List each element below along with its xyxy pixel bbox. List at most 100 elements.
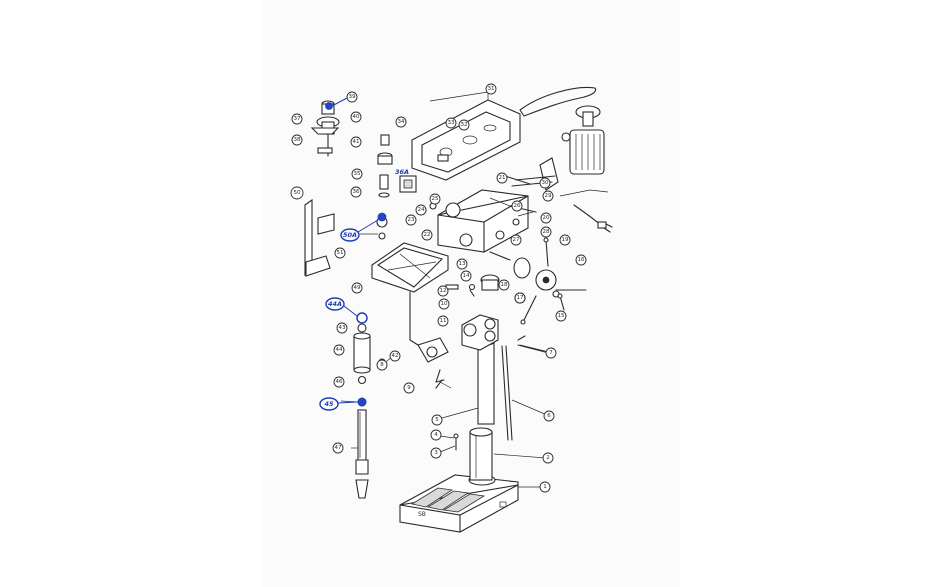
svg-text:34: 34: [398, 119, 405, 125]
svg-text:43: 43: [339, 325, 346, 331]
callout-4: 4: [430, 429, 442, 441]
callout-42: 42: [389, 350, 401, 362]
svg-text:49: 49: [354, 285, 361, 291]
svg-text:25: 25: [432, 196, 439, 202]
svg-text:40: 40: [353, 114, 360, 120]
callout-38: 38: [291, 134, 303, 146]
column-holder: [468, 427, 496, 486]
callout-31: 31: [485, 83, 497, 95]
callout-37: 37: [291, 113, 303, 125]
spindle-quill: [353, 312, 371, 499]
svg-text:47: 47: [335, 445, 342, 451]
callout-19: 19: [559, 234, 571, 246]
svg-text:19: 19: [562, 237, 569, 243]
svg-text:27: 27: [513, 237, 520, 243]
column: [477, 338, 495, 425]
callout-8: 8: [376, 359, 388, 371]
callout-1: 1: [539, 481, 551, 493]
callout-34: 34: [395, 116, 407, 128]
handwritten-label-50a: 50A: [340, 228, 360, 242]
svg-text:9: 9: [407, 385, 411, 391]
svg-text:37: 37: [294, 116, 301, 122]
svg-text:30: 30: [542, 180, 549, 186]
callout-25: 25: [429, 193, 441, 205]
svg-text:29: 29: [545, 193, 552, 199]
callout-21: 21: [496, 172, 508, 184]
handwritten-label-36a: 36A: [395, 168, 409, 176]
callout-51: 51: [334, 247, 346, 259]
handwritten-label-44a: 44A: [325, 297, 345, 311]
rack: [501, 345, 513, 441]
callout-29: 29: [542, 190, 554, 202]
svg-text:3: 3: [434, 450, 438, 456]
callout-16: 16: [575, 254, 587, 266]
callout-50: 50: [290, 186, 304, 200]
bolt: [453, 433, 459, 451]
pulley-cover: [411, 99, 521, 181]
callout-7: 7: [545, 347, 557, 359]
motor: [561, 105, 605, 175]
callout-41: 41: [350, 136, 362, 148]
callout-23: 23: [405, 214, 417, 226]
svg-text:7: 7: [549, 350, 553, 356]
motor-bracket: [511, 157, 559, 191]
power-cord: [573, 204, 613, 233]
svg-text:39: 39: [349, 94, 356, 100]
svg-text:44: 44: [336, 347, 343, 353]
spindle-pulley-set: [376, 134, 393, 240]
callout-18: 18: [498, 279, 510, 291]
svg-text:35: 35: [354, 171, 361, 177]
svg-text:17: 17: [517, 295, 524, 301]
callout-49: 49: [351, 282, 363, 294]
callout-46: 46: [333, 376, 345, 388]
callout-28: 28: [540, 226, 552, 238]
svg-text:31: 31: [488, 86, 495, 92]
svg-text:16: 16: [578, 257, 585, 263]
top-spindle-pulley: [310, 100, 340, 157]
depth-stop: [304, 198, 335, 277]
crank-handle: [517, 335, 546, 353]
svg-text:42: 42: [392, 353, 399, 359]
callout-26: 26: [511, 200, 523, 212]
svg-text:4: 4: [434, 432, 438, 438]
svg-text:46: 46: [336, 379, 343, 385]
svg-text:6: 6: [547, 413, 551, 419]
svg-text:18: 18: [501, 282, 508, 288]
svg-text:23: 23: [408, 217, 415, 223]
svg-text:5: 5: [435, 417, 439, 423]
svg-text:32: 32: [461, 122, 468, 128]
v-belt: [519, 86, 597, 117]
svg-text:51: 51: [337, 250, 344, 256]
svg-text:10: 10: [441, 301, 448, 307]
callout-9: 9: [403, 382, 415, 394]
callout-11: 11: [437, 315, 449, 327]
spring-housing: [399, 175, 417, 193]
base-plate: SB: [399, 474, 519, 533]
callout-17: 17: [514, 292, 526, 304]
svg-text:41: 41: [353, 139, 360, 145]
base-marking: SB: [418, 511, 426, 518]
table-support: [417, 337, 449, 383]
svg-text:38: 38: [294, 137, 301, 143]
svg-text:36A: 36A: [395, 168, 409, 176]
head-casting: [437, 189, 529, 253]
svg-text:20: 20: [543, 215, 550, 221]
svg-text:22: 22: [424, 232, 431, 238]
callout-20: 20: [540, 212, 552, 224]
callout-6: 6: [543, 410, 555, 422]
callout-39: 39: [346, 91, 358, 103]
callout-12: 12: [437, 285, 449, 297]
callout-13: 13: [456, 258, 468, 270]
svg-text:50: 50: [294, 190, 301, 196]
callout-35: 35: [351, 168, 363, 180]
svg-text:12: 12: [440, 288, 447, 294]
callout-47: 47: [332, 442, 344, 454]
callout-43: 43: [336, 322, 348, 334]
svg-text:33: 33: [448, 120, 455, 126]
handwritten-label-45: 45: [319, 397, 339, 411]
svg-text:50A: 50A: [343, 231, 357, 239]
callout-33: 33: [445, 117, 457, 129]
svg-text:13: 13: [459, 261, 466, 267]
svg-text:11: 11: [440, 318, 447, 324]
